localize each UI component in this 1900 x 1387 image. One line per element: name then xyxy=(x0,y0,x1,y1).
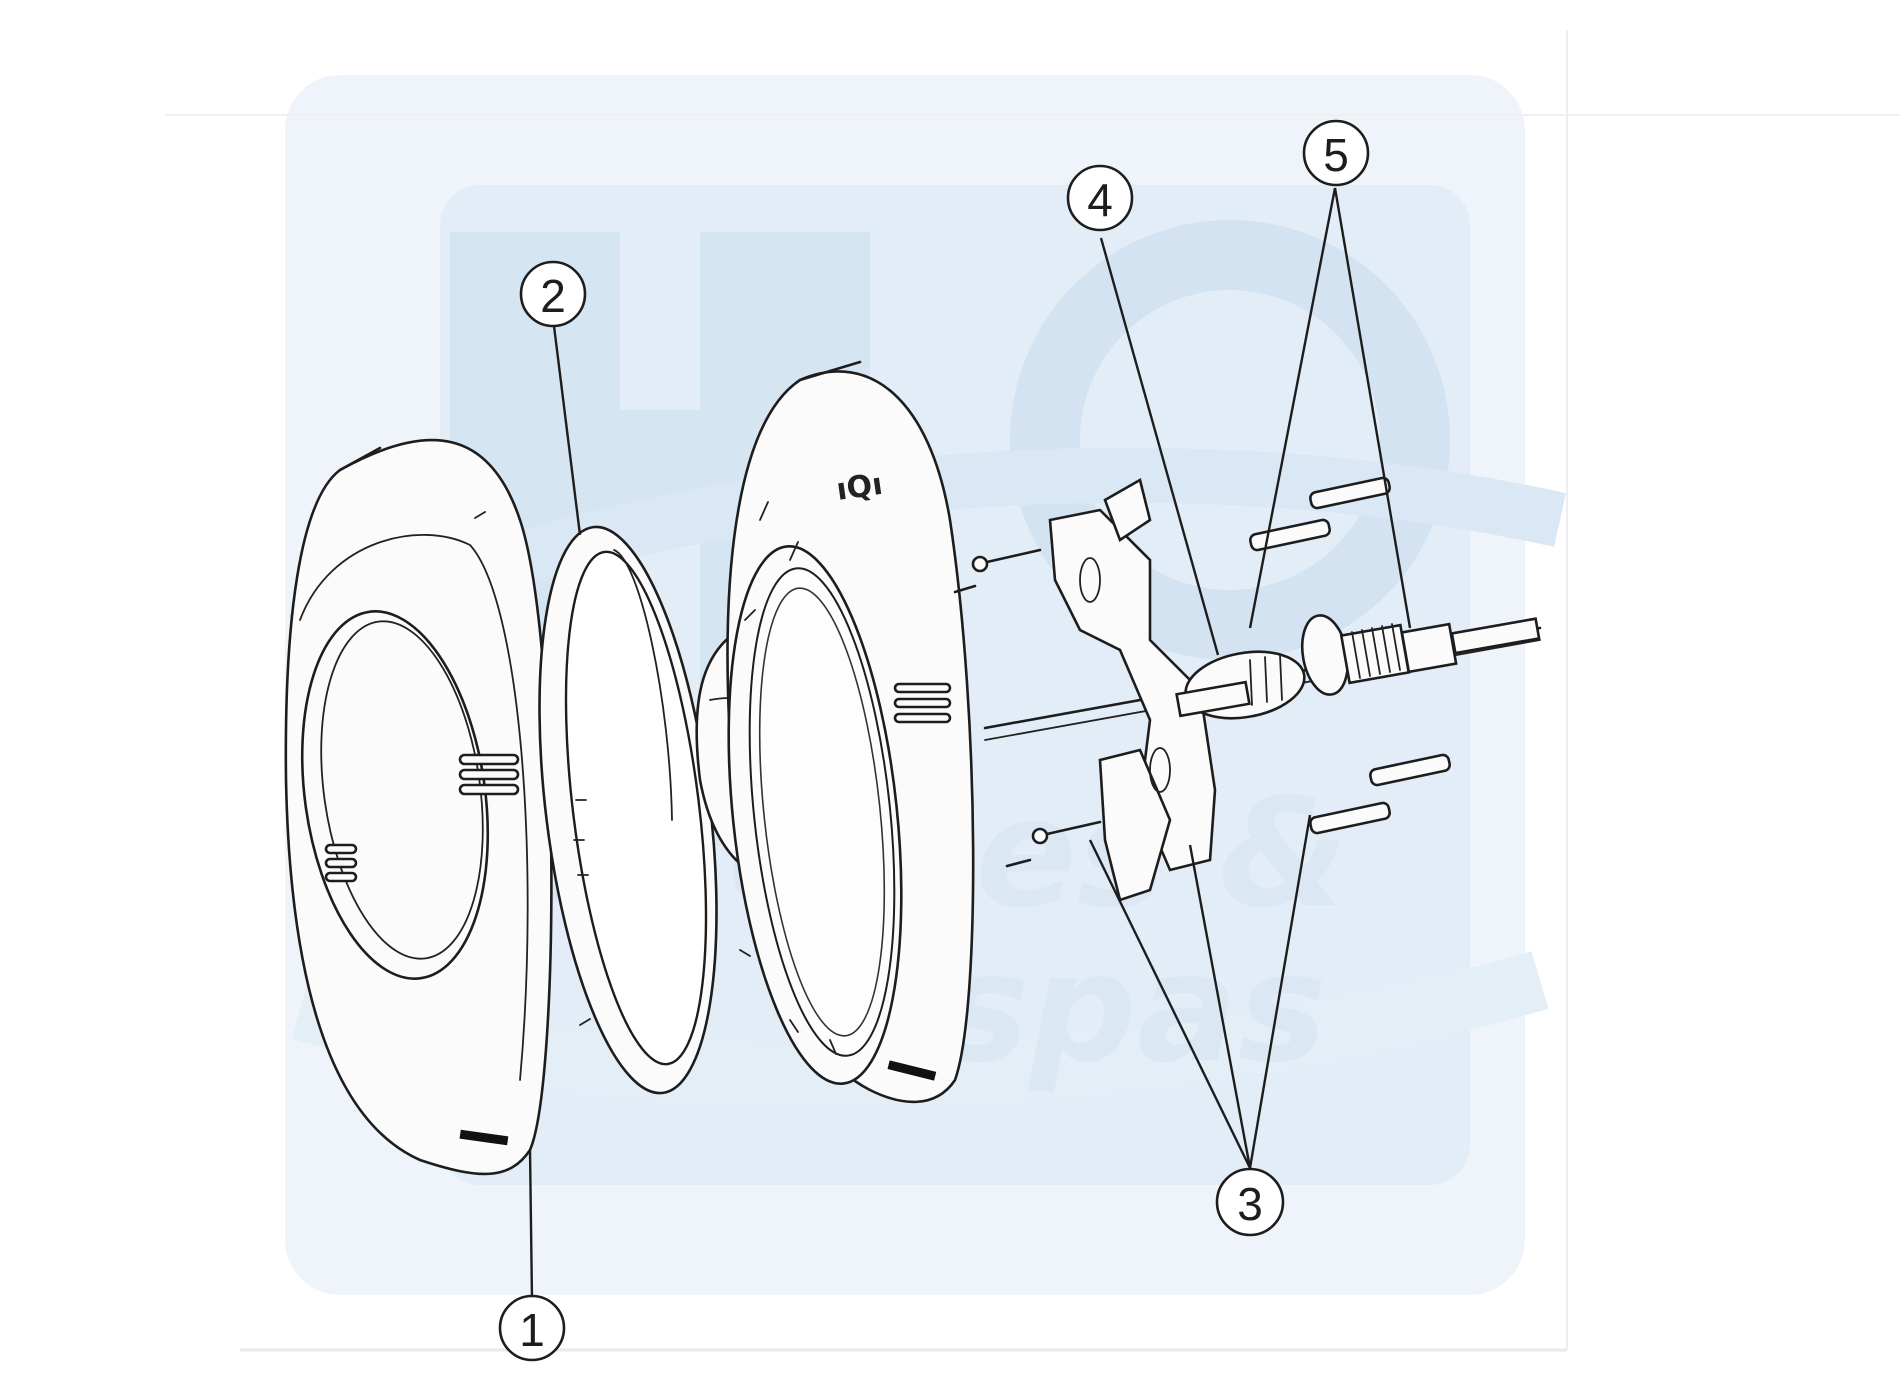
callout-2: 2 xyxy=(519,260,587,328)
part-4-cable-gland xyxy=(1175,650,1306,720)
part-1-vents xyxy=(324,753,520,883)
part-3-mounting-hardware xyxy=(953,476,1451,902)
callout-1: 1 xyxy=(498,1294,566,1362)
main-housing: ıQı xyxy=(726,360,975,1104)
callout-3-label: 3 xyxy=(1237,1178,1263,1230)
part-5-conduit-fitting xyxy=(1300,614,1541,696)
part-3-screws xyxy=(953,548,1102,868)
callout-4: 4 xyxy=(1066,164,1134,232)
main-housing-vents xyxy=(893,682,952,724)
part-1-trim-ring xyxy=(284,438,591,1176)
housing-logo-mark: ıQı xyxy=(834,467,885,508)
callout-1-label: 1 xyxy=(519,1304,545,1356)
leader-lines xyxy=(528,187,1412,1301)
part-3-wall-plugs xyxy=(1249,476,1451,835)
callout-5: 5 xyxy=(1302,119,1370,187)
callout-4-label: 4 xyxy=(1087,174,1113,226)
part-2-gasket xyxy=(538,525,718,1095)
callout-3: 3 xyxy=(1215,1167,1285,1237)
watermark-line2: spas xyxy=(940,922,1327,1096)
callout-5-label: 5 xyxy=(1323,129,1349,181)
callout-2-label: 2 xyxy=(540,270,566,322)
